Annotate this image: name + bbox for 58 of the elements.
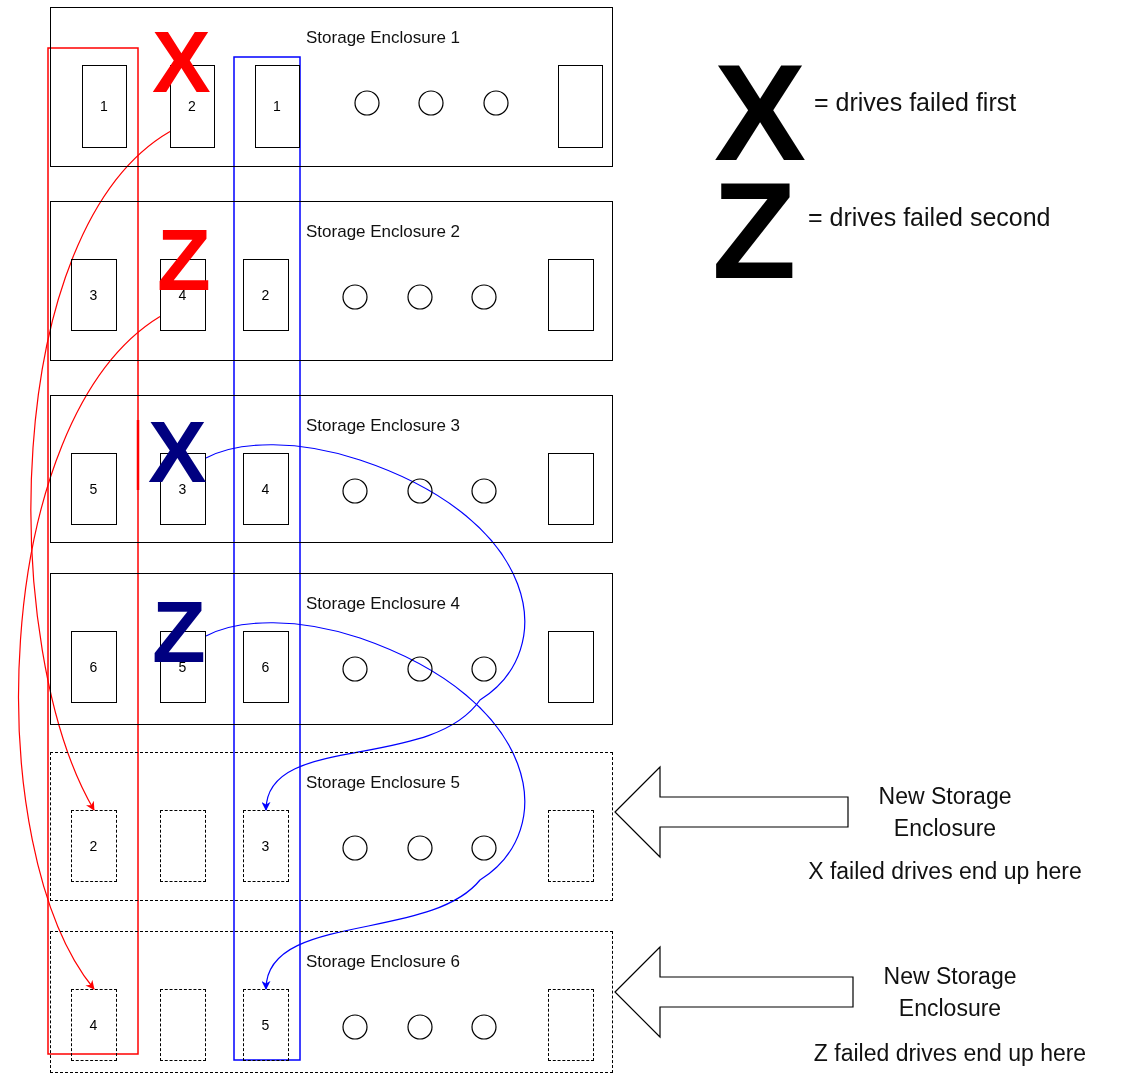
drive-number: 3	[261, 838, 270, 853]
drive-number: 2	[261, 287, 270, 302]
drive-slot	[254, 64, 300, 148]
block-arrow	[614, 945, 854, 1039]
storage-enclosure	[50, 931, 613, 1073]
enclosure-title: Storage Enclosure 1	[306, 28, 461, 48]
arrow	[18, 316, 161, 990]
node-label: New Storage Enclosure	[882, 962, 1018, 1023]
drive-slot	[81, 64, 127, 148]
node-label: New Storage Enclosure	[877, 782, 1013, 843]
drive-slot	[70, 988, 117, 1061]
drive-slot	[70, 809, 117, 882]
note-text: X failed drives end up here	[808, 858, 1082, 885]
drive-slot	[70, 258, 117, 331]
drive-slot	[159, 809, 206, 882]
drive-number: 5	[261, 1017, 270, 1032]
enclosure-title: Storage Enclosure 3	[306, 416, 461, 436]
legend-symbol: X	[714, 62, 807, 163]
legend-text: = drives failed first	[814, 88, 1017, 117]
storage-enclosure	[50, 201, 613, 361]
arrow	[205, 444, 526, 811]
drive-number: 6	[89, 659, 98, 674]
drive-slot	[70, 630, 117, 703]
storage-enclosure	[50, 395, 613, 543]
drive-number: 1	[273, 99, 281, 113]
drive-number: 4	[261, 481, 270, 496]
drive-number: 5	[89, 481, 98, 496]
legend-symbol: Z	[712, 180, 797, 281]
legend-text: = drives failed second	[808, 203, 1051, 232]
drive-slot	[159, 988, 206, 1061]
arrow	[30, 130, 171, 811]
drive-slot	[242, 988, 289, 1061]
arrow	[205, 622, 526, 990]
drive-slot	[242, 630, 289, 703]
drive-slot	[547, 809, 594, 882]
drive-slot	[242, 809, 289, 882]
drive-number: 4	[89, 1017, 98, 1032]
drive-slot	[70, 452, 117, 525]
storage-enclosure	[50, 573, 613, 725]
drive-number: 2	[89, 838, 98, 853]
enclosure-title: Storage Enclosure 6	[306, 952, 461, 972]
drive-number: 6	[261, 659, 270, 674]
enclosure-title: Storage Enclosure 4	[306, 594, 461, 614]
drive-slot	[242, 452, 289, 525]
note-text: Z failed drives end up here	[813, 1040, 1087, 1067]
drive-slot	[547, 630, 594, 703]
drive-number: 3	[89, 287, 98, 302]
enclosure-title: Storage Enclosure 2	[306, 222, 461, 242]
drive-slot	[557, 64, 603, 148]
drive-slot	[242, 258, 289, 331]
storage-enclosure	[50, 752, 613, 901]
drive-slot	[547, 258, 594, 331]
drive-slot	[547, 452, 594, 525]
drive-slot	[547, 988, 594, 1061]
drive-number: 1	[100, 99, 108, 113]
enclosure-title: Storage Enclosure 5	[306, 773, 461, 793]
storage-enclosure	[50, 7, 613, 167]
block-arrow	[614, 765, 849, 859]
